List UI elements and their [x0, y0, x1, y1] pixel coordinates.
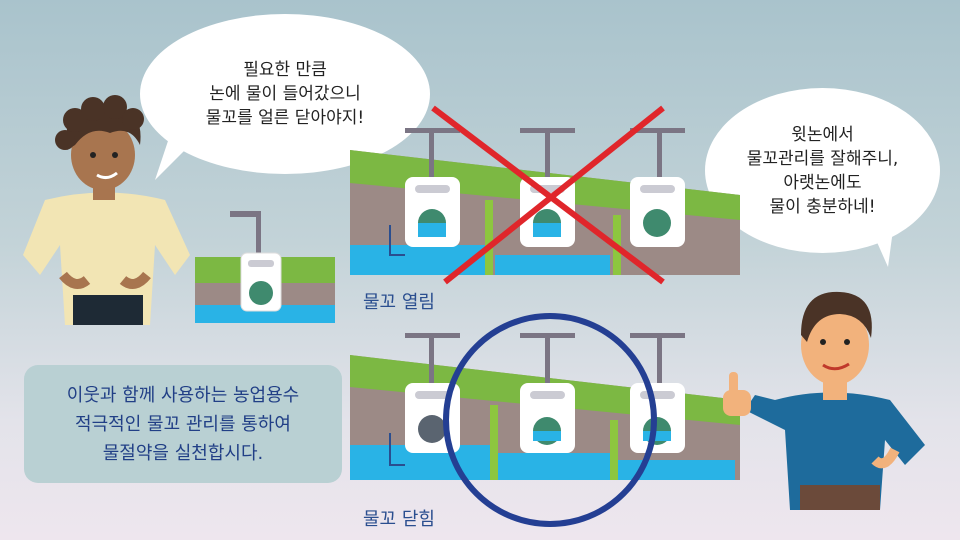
- red-cross-mark: [431, 105, 665, 285]
- speech-bubble-right: 윗논에서 물꼬관리를 잘해주니, 아랫논에도 물이 충분하네!: [705, 88, 940, 253]
- bubble-right-line-1: 윗논에서: [791, 124, 854, 145]
- notice-line-2: 적극적인 물꼬 관리를 통하여: [75, 413, 291, 435]
- farmer-left-illustration: [23, 95, 190, 325]
- small-paddy-illustration: [195, 211, 335, 323]
- bubble-left-line-3: 물꼬를 얼른 닫아야지!: [205, 108, 365, 128]
- bubble-right-line-2: 물꼬관리를 잘해주니,: [746, 148, 899, 169]
- speech-bubble-left: 필요한 만큼 논에 물이 들어갔으니 물꼬를 얼른 닫아야지!: [140, 14, 430, 174]
- notice-line-1: 이웃과 함께 사용하는 농업용수: [66, 384, 300, 406]
- blue-circle-mark: [443, 313, 657, 527]
- bubble-right-line-4: 물이 충분하네!: [769, 196, 876, 217]
- farmer-right-illustration: [723, 291, 925, 510]
- label-gate-closed: 물꼬 닫힘: [363, 509, 435, 530]
- bubble-right-line-3: 아랫논에도: [783, 172, 862, 193]
- speech-bubble-right-tail: [865, 215, 895, 267]
- bubble-left-line-2: 논에 물이 들어갔으니: [209, 84, 361, 104]
- paddy-open-illustration: [350, 128, 740, 275]
- notice-box: 이웃과 함께 사용하는 농업용수 적극적인 물꼬 관리를 통하여 물절약을 실천…: [24, 365, 342, 483]
- label-gate-open: 물꼬 열림: [363, 292, 435, 313]
- bubble-left-line-1: 필요한 만큼: [243, 60, 327, 80]
- notice-line-3: 물절약을 실천합시다.: [102, 442, 264, 464]
- speech-bubble-left-tail: [155, 120, 205, 180]
